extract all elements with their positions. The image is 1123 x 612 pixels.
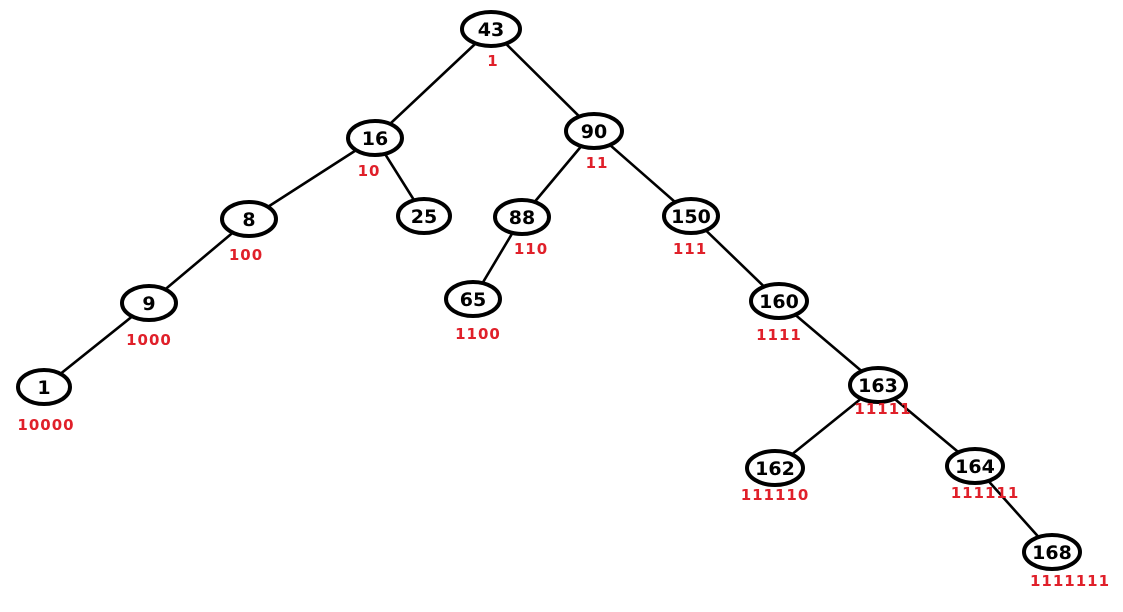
node-value: 150 [671,206,711,228]
node-code: 10000 [17,416,74,434]
tree-node-168: 168 1111111 [1022,533,1110,590]
node-value: 90 [581,121,607,143]
node-code: 11111 [854,400,911,418]
tree-node-164: 164 111111 [945,447,1020,502]
node-value: 9 [142,293,155,315]
tree-node-8: 8 100 [220,200,278,264]
tree-node-90: 90 11 [564,112,624,172]
node-ellipse [745,449,805,487]
node-ellipse [16,368,72,406]
node-ellipse [662,197,720,235]
node-ellipse [493,198,551,236]
node-ellipse [220,200,278,238]
tree-node-1: 1 10000 [16,368,74,434]
node-ellipse [1022,533,1082,571]
node-code: 111110 [741,486,810,504]
node-code: 11 [586,154,609,172]
node-ellipse [346,119,404,157]
node-value: 65 [460,289,486,311]
node-code: 1111111 [1030,572,1110,590]
node-value: 164 [955,456,995,478]
node-code: 1100 [455,325,501,343]
tree-edges [42,27,1054,554]
node-value: 25 [411,206,437,228]
node-value: 88 [509,207,535,229]
node-code: 111 [673,240,707,258]
node-ellipse [848,366,908,404]
node-value: 16 [362,128,388,150]
tree-node-88: 88 110 [493,198,551,258]
node-code: 1111 [756,326,802,344]
tree-node-25: 25 [396,197,452,235]
node-value: 8 [242,209,255,231]
edge-n43-n16 [373,27,493,140]
node-ellipse [945,447,1005,485]
node-value: 168 [1032,542,1072,564]
node-value: 43 [478,19,504,41]
node-value: 1 [37,377,50,399]
node-ellipse [396,197,452,235]
tree-node-160: 160 1111 [749,282,809,344]
node-value: 163 [858,375,898,397]
node-code: 1000 [126,331,172,349]
tree-node-9: 9 1000 [120,284,178,349]
node-code: 110 [514,240,548,258]
node-ellipse [564,112,624,150]
node-value: 160 [759,291,799,313]
node-ellipse [749,282,809,320]
edge-n16-n8 [247,136,377,221]
tree-node-150: 150 111 [662,197,720,258]
node-code: 100 [229,246,263,264]
node-code: 10 [358,162,381,180]
tree-node-43: 43 1 [460,10,522,70]
tree-node-65: 65 1100 [444,280,502,343]
node-ellipse [120,284,178,322]
node-code: 1 [487,52,498,70]
node-ellipse [444,280,502,318]
node-value: 162 [755,458,795,480]
node-code: 111111 [951,484,1020,502]
tree-node-162: 162 111110 [741,449,810,504]
node-ellipse [460,10,522,48]
tree-node-163: 163 11111 [848,366,911,418]
edge-n43-n90 [489,27,596,133]
